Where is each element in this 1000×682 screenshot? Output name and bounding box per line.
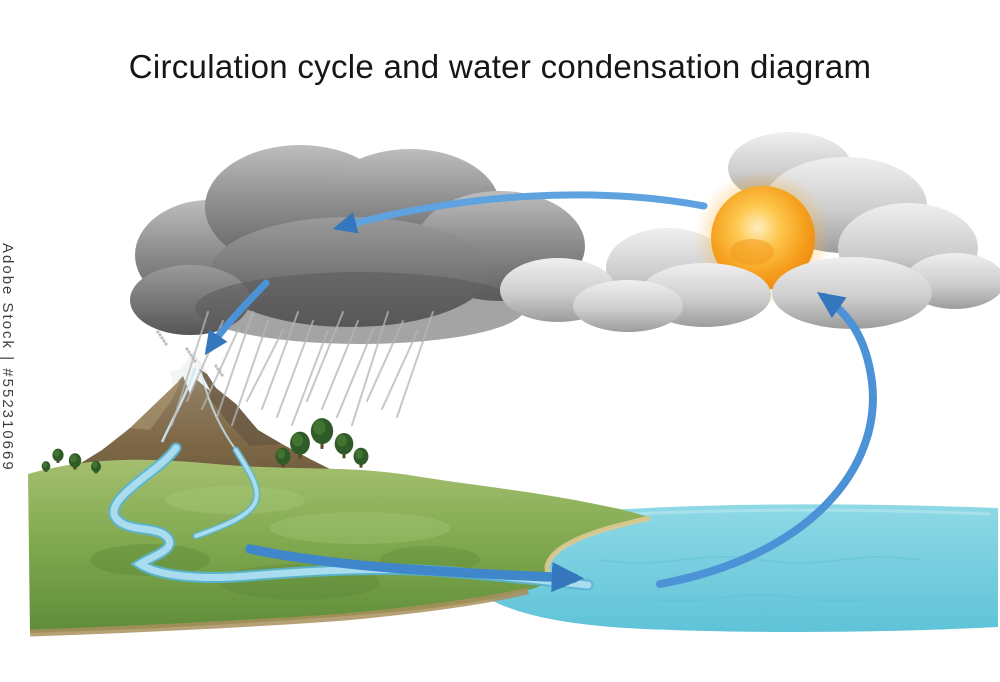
sun-cloud — [606, 132, 1000, 329]
snow-cap-icon — [170, 352, 211, 394]
mountain-shadow — [193, 352, 282, 446]
cycle-arrows — [204, 191, 877, 593]
precipitation-arrow — [204, 279, 270, 356]
land-mass — [28, 459, 650, 633]
grassland — [28, 459, 651, 637]
trees — [41, 418, 369, 474]
storm-cloud — [130, 145, 683, 344]
mountain-light — [130, 352, 193, 430]
watermark-text: Adobe Stock | #552310669 — [0, 243, 16, 472]
soil-edge — [29, 587, 529, 637]
sun — [711, 186, 815, 290]
mountain-stream — [200, 371, 237, 451]
page-title: Circulation cycle and water condensation… — [128, 48, 872, 85]
condensation-arrow — [332, 191, 708, 234]
rain — [156, 311, 434, 426]
runoff-arrow — [245, 544, 585, 593]
mountain-stream — [160, 367, 197, 443]
evaporation-arrow — [656, 292, 877, 588]
shore-sand — [544, 515, 651, 582]
